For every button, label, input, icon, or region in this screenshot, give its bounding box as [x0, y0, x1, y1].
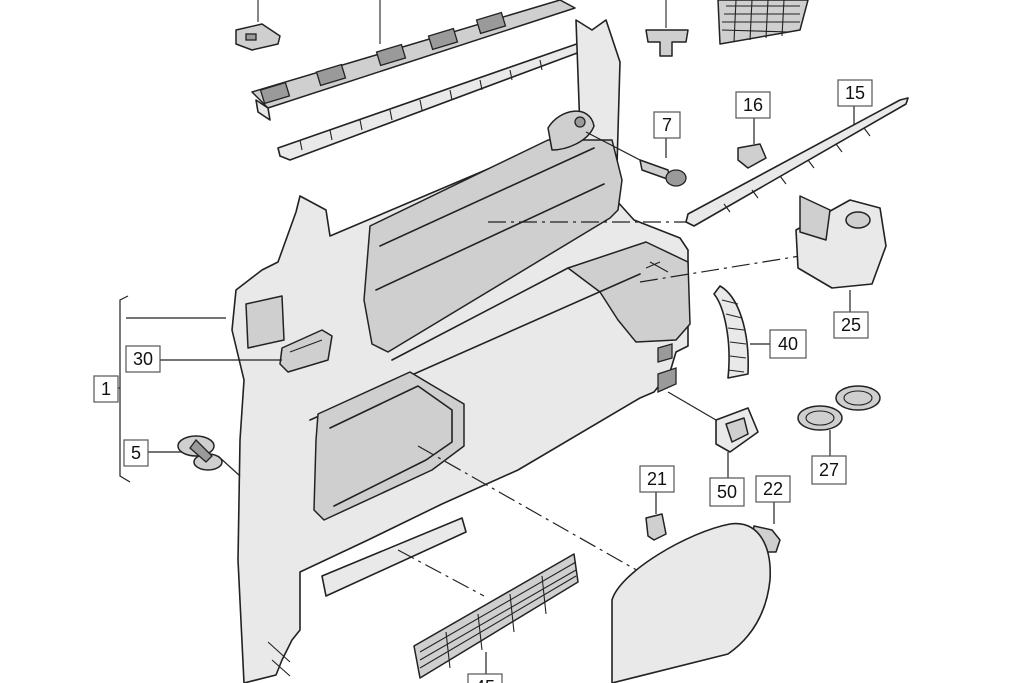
clip-rail-part [251, 0, 576, 121]
clip-16-part [737, 143, 767, 169]
svg-text:50: 50 [717, 482, 737, 502]
handle-cover-part [795, 195, 887, 289]
callout-15: 15 [837, 79, 873, 107]
svg-text:21: 21 [647, 469, 667, 489]
clip-21-part [645, 513, 667, 541]
mesh-grille-part [717, 0, 809, 45]
callout-5: 5 [123, 439, 149, 467]
svg-text:7: 7 [662, 115, 672, 135]
trim-strip-part [685, 97, 909, 227]
callout-16: 16 [735, 91, 771, 119]
grip-part [279, 329, 333, 373]
svg-text:45: 45 [475, 677, 495, 683]
callout-45: 45 [467, 673, 503, 683]
svg-text:15: 15 [845, 83, 865, 103]
bezel-part [667, 391, 759, 453]
svg-text:16: 16 [743, 95, 763, 115]
door-trim-panel [231, 19, 691, 683]
callout-21: 21 [639, 465, 675, 493]
fastener-part [177, 435, 223, 471]
svg-text:27: 27 [819, 460, 839, 480]
small-clip-part [235, 0, 281, 51]
callout-25: 25 [833, 311, 869, 339]
svg-text:25: 25 [841, 315, 861, 335]
cup-holder-part [797, 385, 881, 431]
push-clip-part [645, 0, 689, 57]
svg-text:5: 5 [131, 443, 141, 463]
svg-text:22: 22 [763, 479, 783, 499]
assembly-line-4 [397, 549, 485, 597]
callout-22: 22 [755, 475, 791, 503]
callout-30: 30 [125, 345, 161, 373]
svg-text:1: 1 [101, 379, 111, 399]
callout-27: 27 [811, 455, 847, 485]
speaker-cover-part [611, 522, 771, 683]
vent-part [713, 285, 750, 379]
assembly-line-3 [417, 445, 641, 573]
lower-grille-part [413, 553, 579, 679]
svg-text:30: 30 [133, 349, 153, 369]
callout-40: 40 [769, 329, 807, 359]
callout-1: 1 [93, 375, 119, 403]
assembly-line-2 [639, 255, 801, 283]
screw-part [585, 131, 687, 187]
callout-7: 7 [653, 111, 681, 139]
svg-text:40: 40 [778, 334, 798, 354]
upper-trim-strip [277, 39, 597, 161]
leader-5b [217, 455, 241, 477]
callout-50: 50 [709, 477, 745, 507]
